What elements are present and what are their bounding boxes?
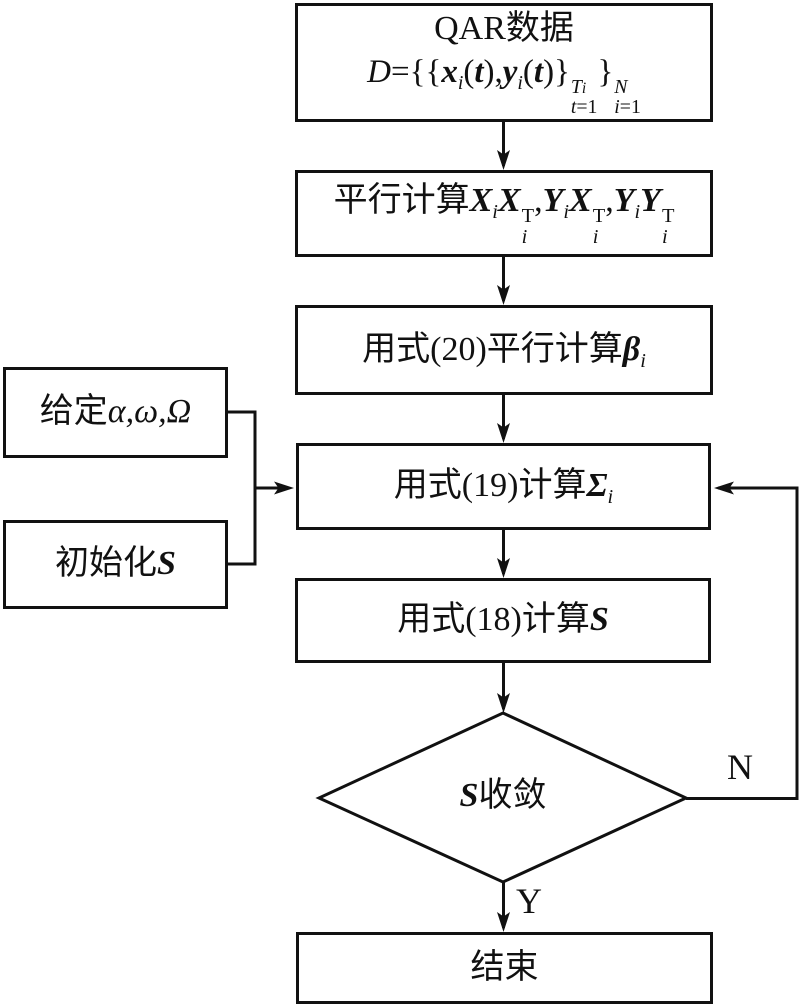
- node-s-update: 用式(18)计算S: [295, 578, 711, 663]
- arrowhead-no-loop: [714, 481, 734, 495]
- arrowhead-decision: [497, 693, 510, 713]
- qar-title: QAR数据: [434, 9, 574, 47]
- arrowhead-sigma: [497, 423, 510, 443]
- arrowhead-supdate: [497, 558, 510, 578]
- arrowhead-params: [274, 481, 294, 495]
- node-init-s: 初始化S: [3, 520, 228, 609]
- edge-no-loop: [686, 486, 799, 800]
- edge-params-join: [227, 410, 257, 566]
- arrowhead-beta: [497, 285, 510, 305]
- node-beta-compute: 用式(20)平行计算βi: [295, 305, 713, 395]
- node-sigma-compute: 用式(19)计算Σi: [296, 443, 711, 530]
- label-no: N: [727, 747, 753, 787]
- decision-label: S收敛: [459, 777, 547, 814]
- arrowhead-parallel: [497, 150, 510, 170]
- node-given-params: 给定α,ω,Ω: [3, 367, 228, 458]
- node-end: 结束: [296, 932, 713, 1004]
- arrowhead-end: [497, 912, 510, 932]
- label-yes: Y: [516, 881, 542, 921]
- end-label: 结束: [470, 948, 539, 986]
